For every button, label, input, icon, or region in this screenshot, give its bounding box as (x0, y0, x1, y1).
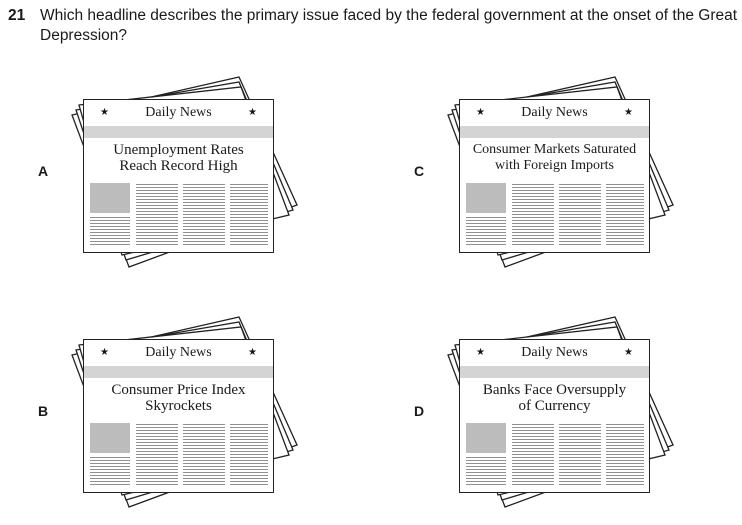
article-text-block (512, 184, 554, 247)
gray-banner (84, 126, 273, 138)
article-text-block (90, 457, 130, 487)
headline-line-1: Unemployment Rates (113, 142, 244, 158)
gray-banner (84, 366, 273, 378)
photo-placeholder (466, 183, 506, 213)
photo-placeholder (90, 423, 130, 453)
article-text-block (466, 457, 506, 487)
article-text-block (230, 184, 268, 247)
article-text-block (230, 424, 268, 487)
headline: Banks Face Oversupply of Currency (460, 382, 649, 414)
option-letter-d[interactable]: D (414, 403, 425, 419)
star-icon: ★ (476, 107, 485, 118)
headline: Consumer Markets Saturated with Foreign … (460, 142, 649, 174)
newspaper-front-page: ★ Daily News ★ Unemployment Rates Reach … (83, 99, 274, 253)
headline: Unemployment Rates Reach Record High (84, 142, 273, 174)
article-text-block (606, 184, 644, 247)
newspaper-option-a[interactable]: ★ Daily News ★ Unemployment Rates Reach … (68, 72, 308, 282)
article-text-block (183, 424, 225, 487)
headline-line-2: Reach Record High (119, 158, 238, 174)
article-text-block (90, 217, 130, 247)
article-text-block (559, 184, 601, 247)
option-letter-a[interactable]: A (38, 163, 49, 179)
headline-line-2: with Foreign Imports (495, 158, 614, 173)
star-icon: ★ (624, 107, 633, 118)
article-text-block (606, 424, 644, 487)
headline: Consumer Price Index Skyrockets (84, 382, 273, 414)
option-letter-c[interactable]: C (414, 163, 425, 179)
article-text-block (466, 217, 506, 247)
headline-line-2: of Currency (518, 398, 591, 414)
newspaper-option-d[interactable]: ★ Daily News ★ Banks Face Oversupply of … (444, 312, 684, 522)
masthead: ★ Daily News ★ (84, 340, 273, 366)
masthead-title: Daily News (145, 105, 212, 120)
question-text: Which headline describes the primary iss… (40, 7, 738, 44)
article-text-block (136, 184, 178, 247)
article-text-block (512, 424, 554, 487)
article-text-block (183, 184, 225, 247)
headline-line-1: Consumer Price Index (111, 382, 246, 398)
masthead: ★ Daily News ★ (460, 340, 649, 366)
headline-line-1: Banks Face Oversupply (482, 382, 627, 398)
star-icon: ★ (624, 347, 633, 358)
question-number: 21 (8, 7, 26, 24)
star-icon: ★ (100, 347, 109, 358)
masthead-title: Daily News (521, 105, 588, 120)
masthead-title: Daily News (521, 345, 588, 360)
masthead-title: Daily News (145, 345, 212, 360)
newspaper-front-page: ★ Daily News ★ Consumer Markets Saturate… (459, 99, 650, 253)
question-stem: 21 Which headline describes the primary … (8, 6, 738, 46)
newspaper-front-page: ★ Daily News ★ Consumer Price Index Skyr… (83, 339, 274, 493)
photo-placeholder (90, 183, 130, 213)
gray-banner (460, 366, 649, 378)
article-text-block (559, 424, 601, 487)
headline-line-1: Consumer Markets Saturated (472, 142, 637, 157)
headline-line-2: Skyrockets (145, 398, 212, 414)
gray-banner (460, 126, 649, 138)
photo-placeholder (466, 423, 506, 453)
masthead: ★ Daily News ★ (460, 100, 649, 126)
newspaper-option-c[interactable]: ★ Daily News ★ Consumer Markets Saturate… (444, 72, 684, 282)
option-letter-b[interactable]: B (38, 403, 49, 419)
star-icon: ★ (100, 107, 109, 118)
article-text-block (136, 424, 178, 487)
masthead: ★ Daily News ★ (84, 100, 273, 126)
star-icon: ★ (248, 347, 257, 358)
star-icon: ★ (476, 347, 485, 358)
newspaper-front-page: ★ Daily News ★ Banks Face Oversupply of … (459, 339, 650, 493)
star-icon: ★ (248, 107, 257, 118)
newspaper-option-b[interactable]: ★ Daily News ★ Consumer Price Index Skyr… (68, 312, 308, 522)
